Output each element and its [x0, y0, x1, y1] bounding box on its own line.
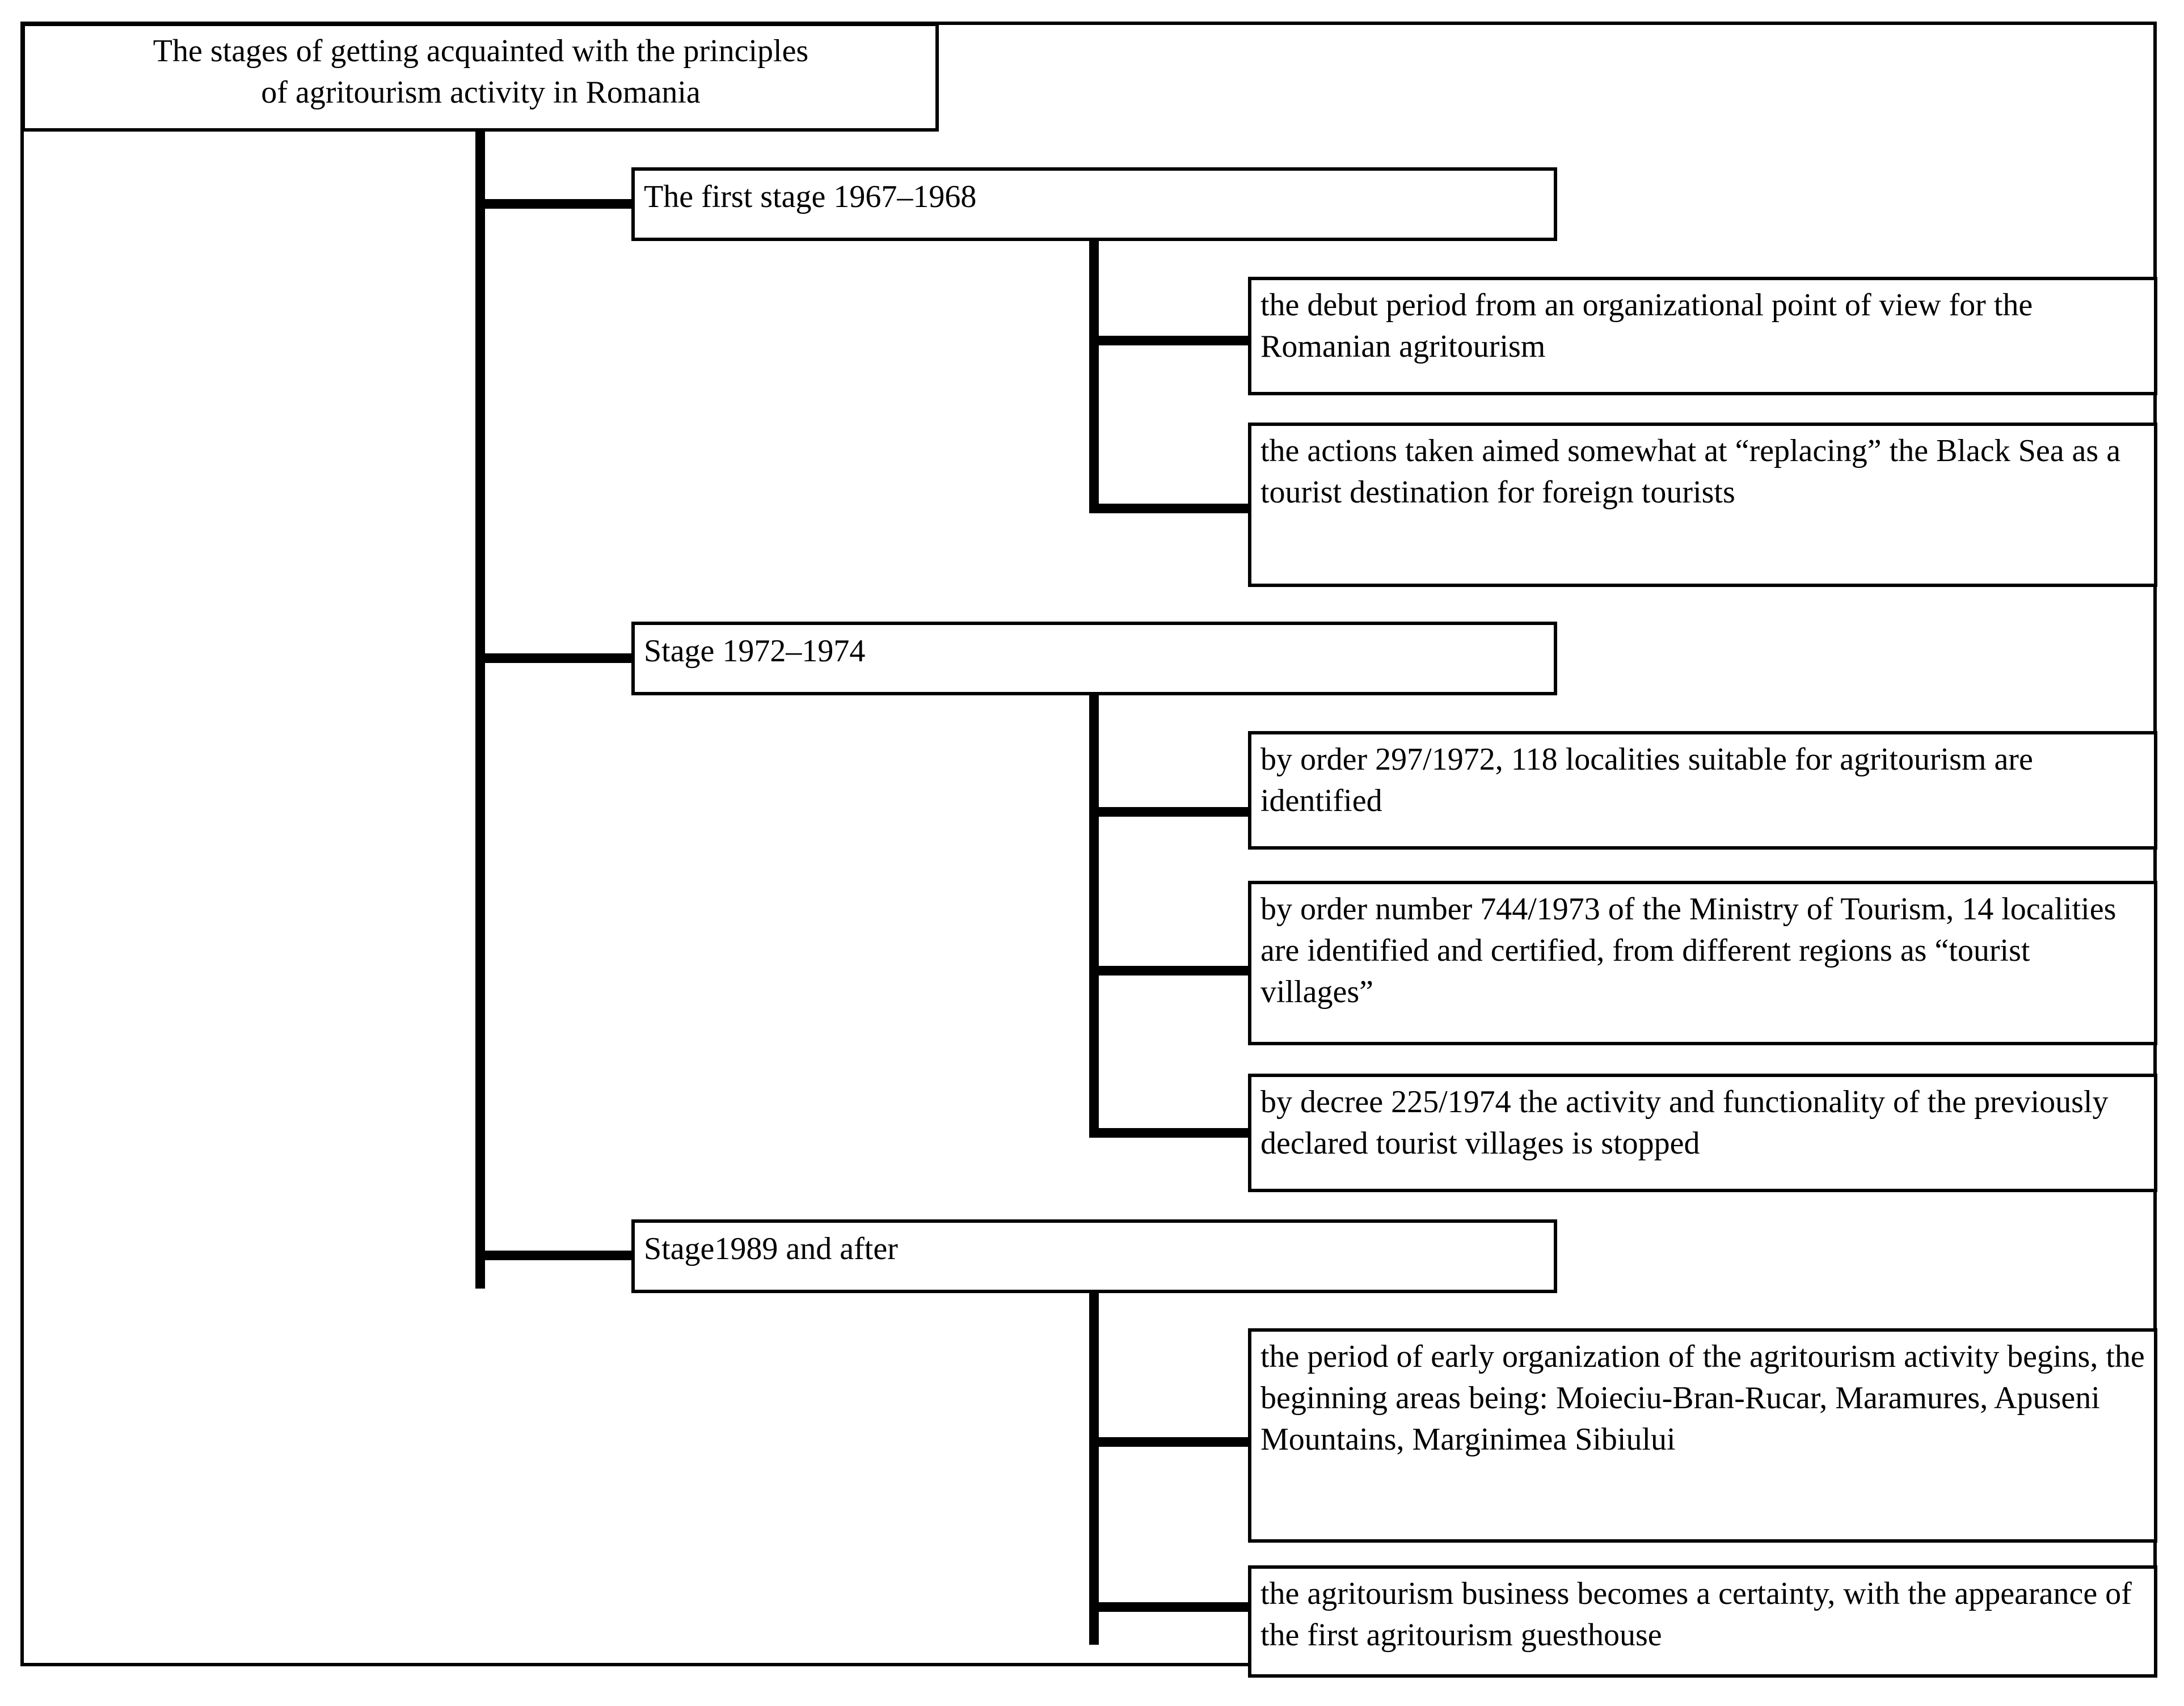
root-title-box: The stages of getting acquainted with th…: [22, 23, 939, 132]
stage-1-branch-to-item-2: [1089, 504, 1251, 513]
leaf-label-stage-3-item-1: the period of early organization of the …: [1260, 1339, 2145, 1457]
leaf-label-stage-2-item-1: by order 297/1972, 118 localities suitab…: [1260, 742, 2033, 818]
stage-box-3: Stage1989 and after: [631, 1219, 1557, 1293]
stage-label-1: The first stage 1967–1968: [644, 179, 977, 214]
stage-box-2: Stage 1972–1974: [631, 622, 1557, 695]
root-title-line-2: of agritourism activity in Romania: [261, 74, 701, 110]
stage-3-branch-to-item-2: [1089, 1602, 1251, 1612]
stage-label-2: Stage 1972–1974: [644, 634, 866, 669]
stage-1-branch-to-item-1: [1089, 336, 1251, 345]
leaf-label-stage-1-item-2: the actions taken aimed somewhat at “rep…: [1260, 433, 2121, 510]
stage-2-trunk-vertical: [1089, 695, 1099, 1138]
leaf-box-stage-2-item-2: by order number 744/1973 of the Ministry…: [1248, 881, 2157, 1045]
stage-3-trunk-vertical: [1089, 1293, 1099, 1645]
leaf-box-stage-2-item-1: by order 297/1972, 118 localities suitab…: [1248, 731, 2157, 850]
stage-box-1: The first stage 1967–1968: [631, 167, 1557, 241]
stage-label-3: Stage1989 and after: [644, 1231, 898, 1266]
root-branch-to-stage-2: [475, 653, 635, 663]
stage-1-trunk-vertical: [1089, 241, 1099, 513]
leaf-box-stage-3-item-2: the agritourism business becomes a certa…: [1248, 1565, 2157, 1678]
root-trunk-vertical: [475, 132, 485, 1289]
leaf-label-stage-1-item-1: the debut period from an organizational …: [1260, 288, 2033, 364]
stage-3-branch-to-item-1: [1089, 1437, 1251, 1447]
leaf-label-stage-2-item-3: by decree 225/1974 the activity and func…: [1260, 1084, 2109, 1161]
leaf-label-stage-3-item-2: the agritourism business becomes a certa…: [1260, 1576, 2132, 1653]
leaf-label-stage-2-item-2: by order number 744/1973 of the Ministry…: [1260, 892, 2116, 1010]
leaf-box-stage-1-item-2: the actions taken aimed somewhat at “rep…: [1248, 423, 2157, 587]
root-branch-to-stage-3: [475, 1251, 635, 1260]
stage-2-branch-to-item-3: [1089, 1128, 1251, 1138]
leaf-box-stage-1-item-1: the debut period from an organizational …: [1248, 277, 2157, 395]
leaf-box-stage-2-item-3: by decree 225/1974 the activity and func…: [1248, 1074, 2157, 1192]
root-branch-to-stage-1: [475, 199, 635, 209]
stage-2-branch-to-item-2: [1089, 966, 1251, 976]
stage-2-branch-to-item-1: [1089, 807, 1251, 817]
leaf-box-stage-3-item-1: the period of early organization of the …: [1248, 1328, 2157, 1543]
root-title-line-1: The stages of getting acquainted with th…: [153, 33, 809, 69]
